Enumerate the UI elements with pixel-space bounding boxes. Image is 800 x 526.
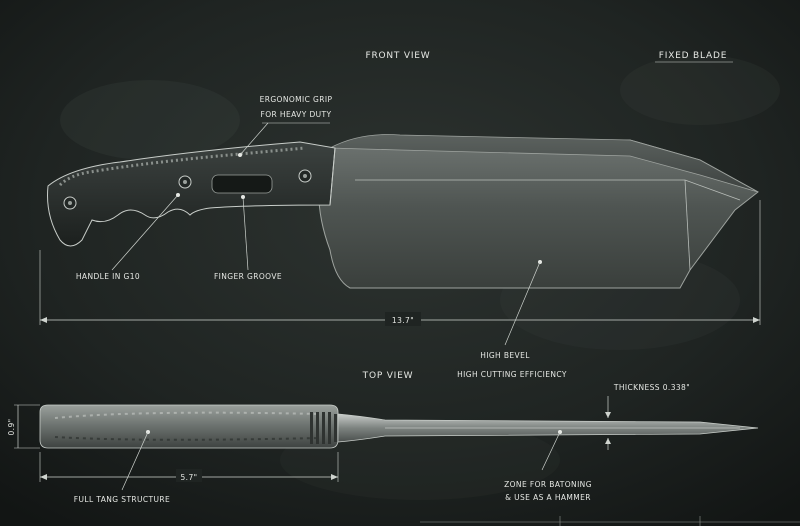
top-handle (39, 404, 339, 449)
dim-overall-arrow-right (753, 317, 760, 323)
dim-thickness-top-arrow (605, 412, 611, 418)
callout-finger-dot (241, 195, 245, 199)
callout-ergonomic-dot (238, 153, 242, 157)
callout-ergonomic-1: ERGONOMIC GRIP (260, 95, 333, 104)
tanto-edge (684, 179, 691, 271)
dim-overall-length: 13.7" (392, 316, 414, 325)
dim-overall-arrow-left (40, 317, 47, 323)
handle (47, 141, 336, 247)
fixed-blade-title: FIXED BLADE (659, 51, 727, 61)
callout-handle-g10: HANDLE IN G10 (76, 272, 140, 281)
callout-zone-leader (541, 431, 561, 471)
finger-groove-cutout (211, 174, 273, 194)
callout-handle-leader (111, 194, 179, 271)
callout-bevel-leader (504, 261, 541, 346)
bolster-line (329, 147, 336, 206)
callout-ergonomic-2: FOR HEAVY DUTY (261, 110, 332, 119)
callout-tang-leader (121, 431, 149, 491)
dim-handle-label-bg (176, 469, 202, 482)
blade-spine (328, 134, 759, 193)
dim-handle-arrow-left (40, 474, 47, 480)
callout-zone-2: & USE AS A HAMMER (505, 493, 591, 502)
callout-high-bevel-1: HIGH BEVEL (480, 351, 530, 360)
callout-high-bevel-2: HIGH CUTTING EFFICIENCY (457, 370, 567, 379)
callout-zone-1: ZONE FOR BATONING (504, 480, 592, 489)
dim-handle-arrow-right (331, 474, 338, 480)
dim-handle-height: 0.9" (7, 419, 16, 436)
dim-overall-label-bg (385, 312, 421, 326)
dim-thickness: THICKNESS 0.338" (613, 383, 690, 392)
handle-pin-1-center (68, 201, 72, 205)
callout-finger-leader (242, 196, 249, 271)
callout-ergonomic-leader (239, 122, 269, 156)
callout-finger-groove: FINGER GROOVE (214, 272, 282, 281)
handle-pin-3-center (303, 174, 307, 178)
handle-pin-2-center (183, 180, 187, 184)
top-view-title: TOP VIEW (362, 371, 414, 381)
callout-full-tang: FULL TANG STRUCTURE (74, 495, 170, 504)
front-view-title: FRONT VIEW (365, 51, 430, 61)
dim-handle-length: 5.7" (181, 473, 198, 482)
dim-thickness-bottom-arrow (605, 438, 611, 444)
top-handle-texture-upper (54, 411, 321, 419)
top-handle-texture-lower (54, 436, 321, 441)
callout-handle-dot (176, 193, 180, 197)
